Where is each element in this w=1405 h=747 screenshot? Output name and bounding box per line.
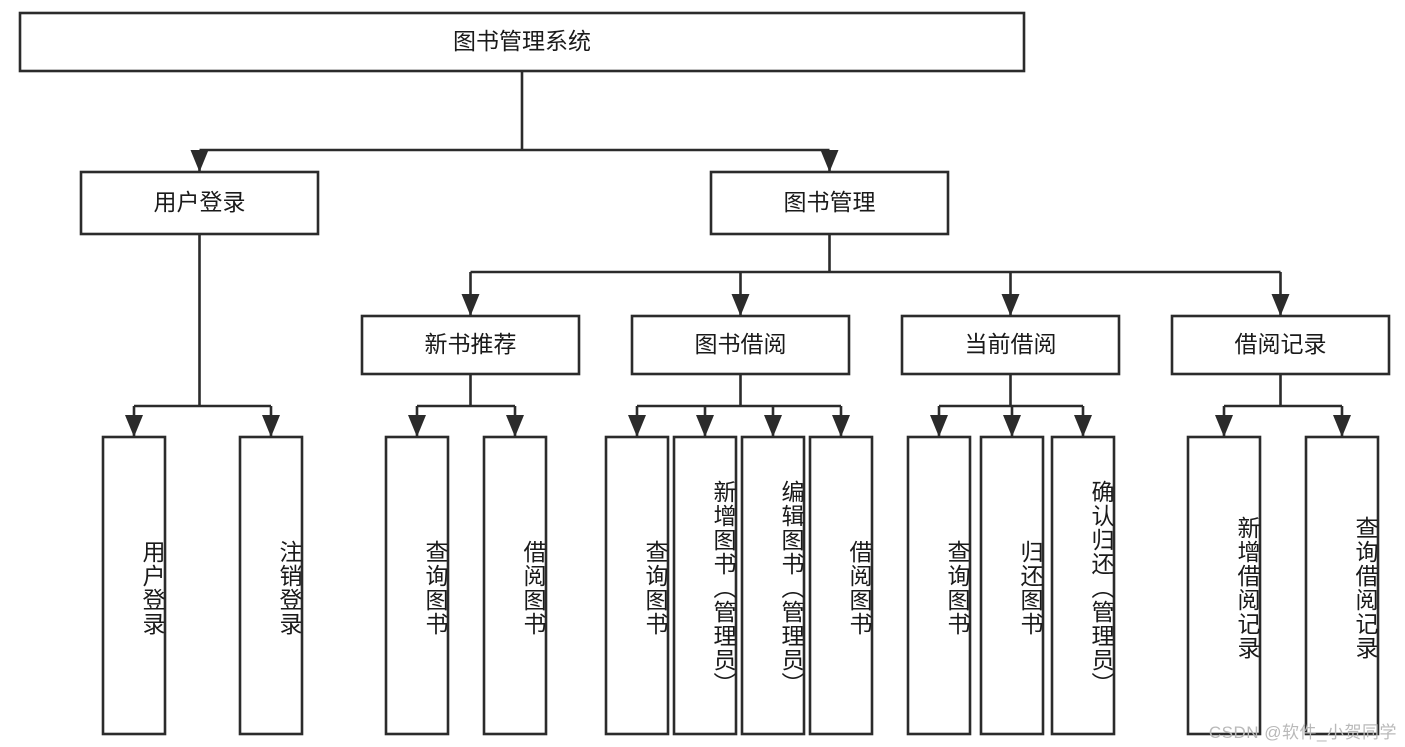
watermark-text: CSDN @软件_小贺同学 xyxy=(1208,723,1397,742)
node-label-leaf-borrow-book-1: 借阅图书 xyxy=(520,539,546,636)
node-label-borrow-record: 借阅记录 xyxy=(1235,331,1327,357)
node-box-leaf-edit-book[interactable] xyxy=(740,435,806,736)
node-box-leaf-return-book[interactable] xyxy=(979,435,1045,736)
arrow-head-icon-leaf-borrow-book-1 xyxy=(506,415,524,437)
node-label-current-borrow: 当前借阅 xyxy=(965,331,1057,357)
arrow-head-icon-leaf-query-record xyxy=(1333,415,1351,437)
arrow-head-icon-leaf-add-book xyxy=(696,415,714,437)
node-label-leaf-query-book-2: 查询图书 xyxy=(642,539,668,636)
node-box-leaf-query-book-2[interactable] xyxy=(604,435,670,736)
node-box-layer xyxy=(18,11,1391,736)
node-box-leaf-query-record[interactable] xyxy=(1304,435,1380,736)
arrow-head-icon-book-manage xyxy=(820,150,839,172)
node-label-leaf-return-book: 归还图书 xyxy=(1017,539,1043,636)
node-label-leaf-query-book-1: 查询图书 xyxy=(422,539,448,636)
arrow-head-icon-leaf-logout-login xyxy=(262,415,280,437)
node-box-book-borrow[interactable] xyxy=(630,314,851,376)
arrow-head-icon-leaf-query-book-3 xyxy=(930,415,948,437)
node-box-root[interactable] xyxy=(18,11,1026,73)
node-box-leaf-borrow-book-2[interactable] xyxy=(808,435,874,736)
node-label-leaf-add-record: 新增借阅记录 xyxy=(1234,515,1260,660)
node-label-user-login: 用户登录 xyxy=(154,189,246,215)
node-label-leaf-query-record: 查询借阅记录 xyxy=(1352,515,1378,660)
node-box-leaf-borrow-book-1[interactable] xyxy=(482,435,548,736)
node-box-leaf-query-book-3[interactable] xyxy=(906,435,972,736)
node-label-leaf-confirm-return: 确认归还（管理员） xyxy=(1088,479,1114,696)
node-box-new-book-rec[interactable] xyxy=(360,314,581,376)
arrow-head-icon-current-borrow xyxy=(1001,294,1020,316)
arrow-head-icon-leaf-query-book-1 xyxy=(408,415,426,437)
node-box-leaf-add-book[interactable] xyxy=(672,435,738,736)
node-label-leaf-query-book-3: 查询图书 xyxy=(944,539,970,636)
node-label-leaf-logout-login: 注销登录 xyxy=(276,539,302,636)
node-box-leaf-user-login[interactable] xyxy=(101,435,167,736)
node-box-leaf-confirm-return[interactable] xyxy=(1050,435,1116,736)
node-label-leaf-user-login: 用户登录 xyxy=(139,539,165,636)
arrow-head-icon-leaf-borrow-book-2 xyxy=(832,415,850,437)
node-label-root: 图书管理系统 xyxy=(453,28,591,54)
node-label-new-book-rec: 新书推荐 xyxy=(425,331,517,357)
node-label-book-borrow: 图书借阅 xyxy=(695,331,787,357)
node-label-leaf-add-book: 新增图书（管理员） xyxy=(710,479,736,696)
arrow-head-icon-borrow-record xyxy=(1271,294,1290,316)
node-box-leaf-logout-login[interactable] xyxy=(238,435,304,736)
connector-layer xyxy=(125,71,1351,437)
node-label-leaf-borrow-book-2: 借阅图书 xyxy=(846,539,872,636)
node-box-leaf-add-record[interactable] xyxy=(1186,435,1262,736)
arrow-head-icon-leaf-confirm-return xyxy=(1074,415,1092,437)
node-label-book-manage: 图书管理 xyxy=(784,189,876,215)
node-box-borrow-record[interactable] xyxy=(1170,314,1391,376)
arrow-head-icon-leaf-user-login xyxy=(125,415,143,437)
arrow-head-icon-leaf-return-book xyxy=(1003,415,1021,437)
arrow-head-icon-book-borrow xyxy=(731,294,750,316)
arrow-head-icon-leaf-add-record xyxy=(1215,415,1233,437)
node-box-current-borrow[interactable] xyxy=(900,314,1121,376)
node-box-book-manage[interactable] xyxy=(709,170,950,236)
node-label-leaf-edit-book: 编辑图书（管理员） xyxy=(778,479,804,696)
arrow-head-icon-user-login xyxy=(190,150,209,172)
node-box-user-login[interactable] xyxy=(79,170,320,236)
arrow-head-icon-new-book-rec xyxy=(461,294,480,316)
arrow-head-icon-leaf-query-book-2 xyxy=(628,415,646,437)
arrow-head-icon-leaf-edit-book xyxy=(764,415,782,437)
node-box-leaf-query-book-1[interactable] xyxy=(384,435,450,736)
